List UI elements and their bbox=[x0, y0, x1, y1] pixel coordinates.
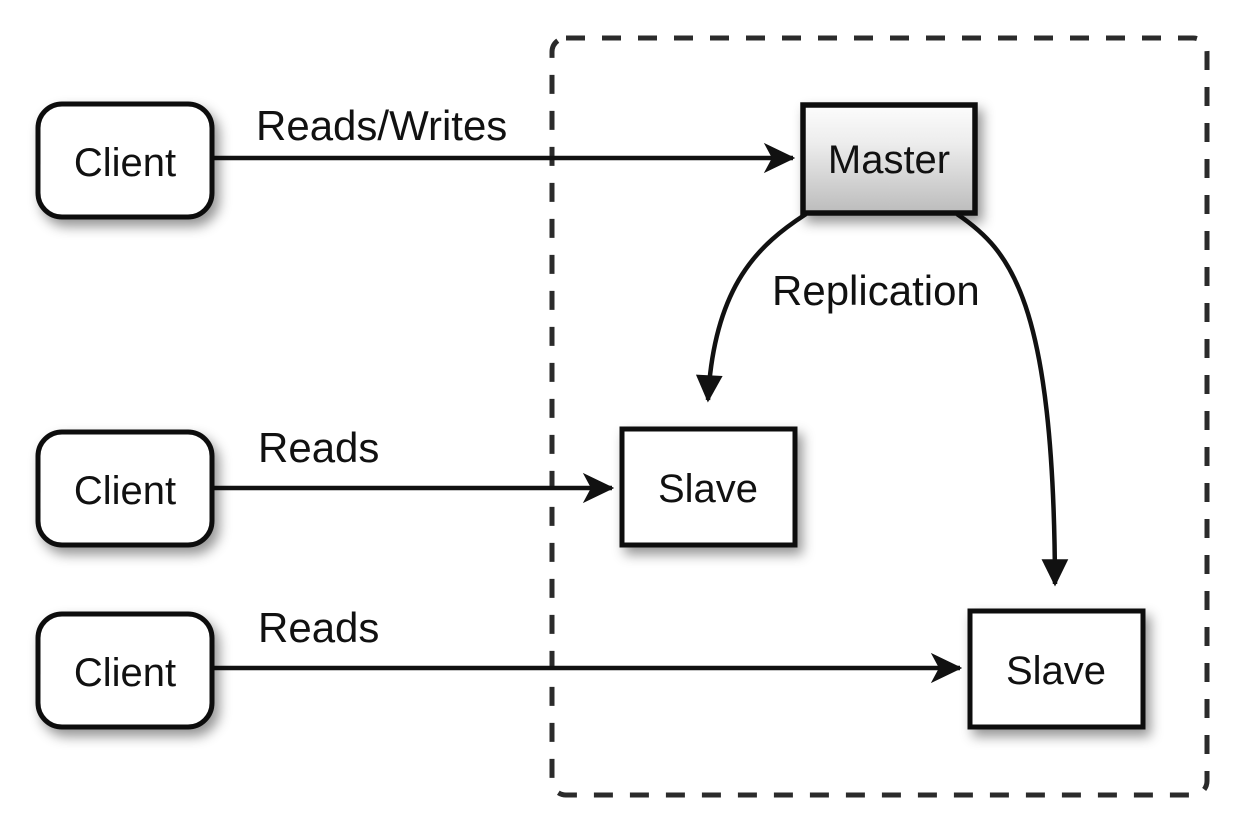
client-2-label: Client bbox=[74, 469, 176, 513]
client-3-shape bbox=[35, 611, 215, 730]
node-client-2[interactable]: Client bbox=[35, 429, 215, 548]
node-client-3[interactable]: Client bbox=[35, 611, 215, 730]
slave-1-label: Slave bbox=[658, 467, 758, 511]
edge-label-reads-slave2: Reads bbox=[258, 604, 379, 651]
master-shape bbox=[800, 102, 978, 216]
edge-label-reads-slave1: Reads bbox=[258, 424, 379, 471]
slave-2-label: Slave bbox=[1006, 649, 1106, 693]
slave-1-shape bbox=[619, 426, 798, 548]
slave-2-shape bbox=[967, 608, 1146, 730]
replication-cluster-boundary bbox=[549, 35, 1210, 798]
edge-master-slave2-curve bbox=[955, 212, 1069, 587]
node-client-1[interactable]: Client bbox=[35, 101, 215, 220]
client-2-shape bbox=[35, 429, 215, 548]
node-slave-2[interactable]: Slave bbox=[967, 608, 1146, 730]
node-master[interactable]: Master bbox=[800, 102, 978, 216]
edge-label-replication: Replication bbox=[772, 267, 980, 314]
client-3-label: Client bbox=[74, 651, 176, 695]
client-1-shape bbox=[35, 101, 215, 220]
node-slave-1[interactable]: Slave bbox=[619, 426, 798, 548]
edge-label-reads-writes: Reads/Writes bbox=[256, 102, 507, 149]
master-label: Master bbox=[828, 138, 950, 182]
client-1-label: Client bbox=[74, 141, 176, 185]
edge-master-slave1-curve bbox=[695, 212, 808, 403]
